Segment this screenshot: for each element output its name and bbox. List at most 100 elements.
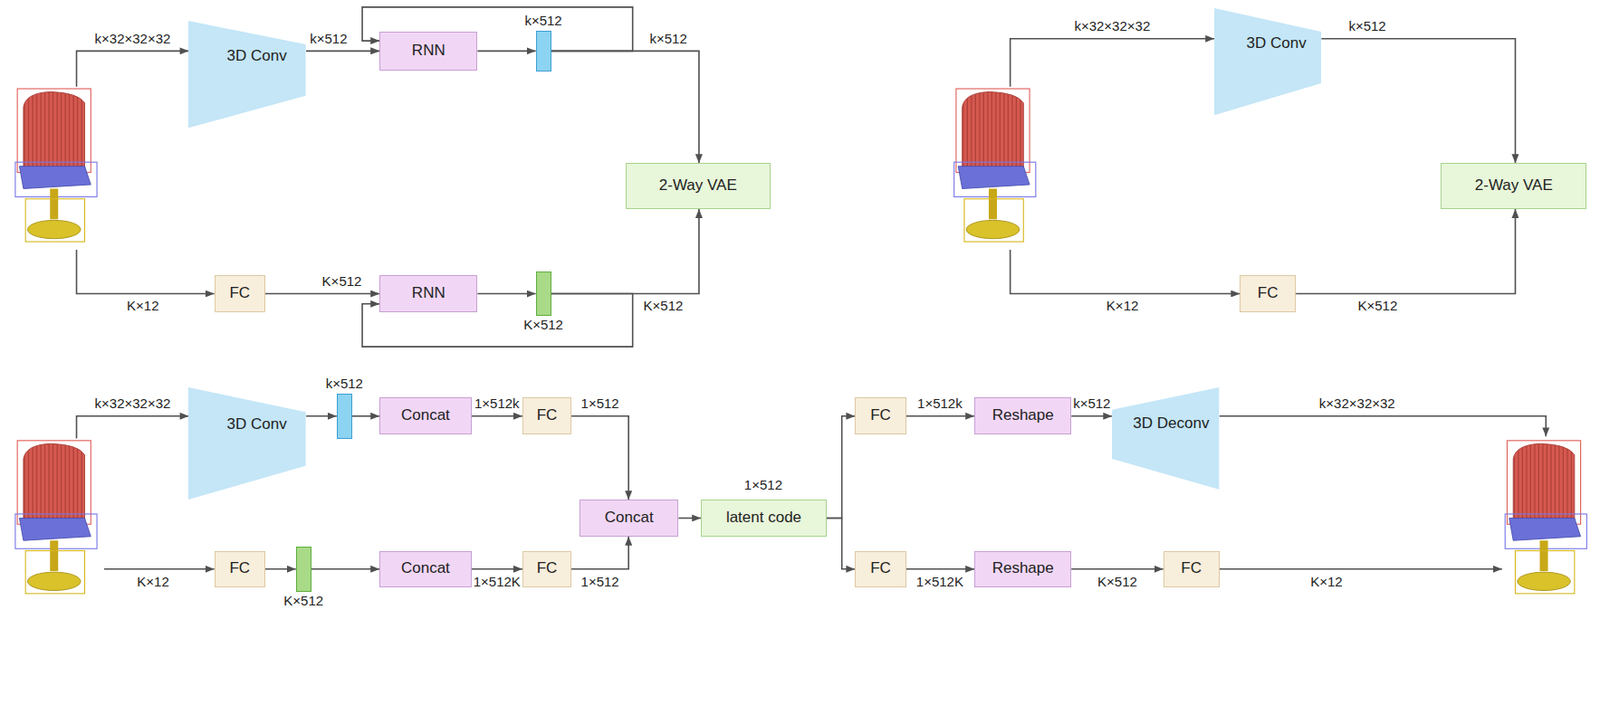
connector (551, 50, 700, 163)
process-box: Reshape (974, 397, 1072, 435)
connector (306, 50, 380, 53)
input-wire (76, 50, 190, 87)
process-box: Reshape (974, 551, 1072, 589)
process-box: FC (1163, 551, 1220, 589)
edge-label: k×512 (647, 31, 689, 48)
chair-figure (15, 440, 97, 595)
connector (265, 568, 297, 571)
node-label: 3D Conv (227, 47, 288, 65)
edge-label: 1×512 (579, 396, 622, 412)
dimension-label: K×12 (1308, 574, 1344, 591)
edge-label: 1×512K (914, 574, 966, 591)
input-wire (76, 249, 215, 294)
process-box: Concat (379, 551, 471, 589)
feature-bar: k×512 (336, 393, 353, 440)
node-label: RNN (411, 42, 446, 60)
node-label: K×512 (283, 594, 324, 610)
edge-label: K×512 (320, 274, 365, 290)
process-box: FC (854, 551, 906, 589)
process-box: FC (214, 551, 266, 589)
input-wire (104, 568, 215, 571)
trapezoid-outline (188, 387, 307, 500)
chair-figure (954, 88, 1036, 242)
process-box: FC (854, 397, 906, 435)
chair-figure (1504, 440, 1587, 595)
node-label: Concat (401, 407, 451, 425)
connector (471, 415, 523, 418)
node-label: 2-Way VAE (659, 177, 738, 195)
node-label: FC (870, 407, 892, 425)
trapezoid-fill (188, 20, 307, 128)
node-label: FC (229, 560, 250, 578)
node-label: FC (1180, 560, 1202, 578)
node-label: RNN (411, 285, 446, 303)
connector (551, 209, 700, 295)
trapezoid-fill (1111, 387, 1219, 490)
dimension-label: K×12 (124, 298, 161, 315)
node-label: K×512 (523, 317, 564, 334)
node-label: Concat (401, 560, 451, 578)
connector (477, 50, 536, 53)
connector (826, 416, 856, 519)
edge-label: K×512 (1355, 298, 1399, 315)
process-box: Concat (579, 499, 679, 537)
dimension-label: k×32×32×32 (93, 396, 173, 412)
node-label: Reshape (992, 407, 1054, 425)
trapezoid-outline (1214, 8, 1322, 115)
connector (306, 415, 337, 418)
connector (1071, 415, 1112, 418)
conv-trapezoid: 3D Conv (1214, 8, 1322, 115)
edge-label: k×512 (1071, 396, 1112, 412)
dimension-label: K×12 (1104, 298, 1141, 315)
connector (906, 415, 976, 418)
node-label: 2-Way VAE (1475, 177, 1553, 195)
connector (1321, 38, 1515, 163)
node-label: FC (229, 285, 250, 303)
process-box: FC (522, 397, 572, 435)
edge-label: k×512 (307, 31, 349, 48)
node-label: Reshape (992, 560, 1054, 578)
process-box: Concat (379, 397, 471, 435)
dimension-label: k×32×32×32 (1317, 396, 1398, 412)
connector (571, 416, 629, 500)
connector (906, 568, 976, 571)
node-label: k×512 (325, 376, 364, 393)
dimension-label: K×12 (134, 574, 171, 591)
process-box: RNN (379, 31, 478, 71)
node-label: 3D Deconv (1132, 414, 1209, 432)
node-label: FC (870, 560, 892, 578)
edge-label: K×512 (641, 298, 686, 315)
feature-bar: k×512 (536, 30, 552, 72)
dimension-label: 1×512 (742, 478, 785, 494)
node-label: k×512 (524, 13, 562, 29)
conv-trapezoid: 3D Conv (188, 387, 307, 500)
process-box: FC (522, 551, 572, 589)
chair-figure (15, 88, 97, 242)
connector (678, 517, 701, 520)
node-label: Concat (604, 509, 654, 527)
process-box: FC (1239, 275, 1296, 313)
conv-trapezoid: 3D Conv (188, 20, 307, 128)
process-box: latent code (700, 499, 827, 537)
connector (265, 293, 380, 296)
connector (1295, 209, 1515, 295)
feature-bar: K×512 (536, 271, 552, 317)
node-label: 3D Conv (1246, 35, 1307, 53)
input-wire (1010, 38, 1215, 87)
process-box: 2-Way VAE (625, 162, 771, 210)
node-label: FC (536, 407, 558, 425)
chairs-and-wires (15, 38, 1587, 595)
node-label: 3D Conv (227, 416, 288, 434)
output-wire (1219, 568, 1503, 571)
connector (477, 293, 536, 296)
edge-label: 1×512K (471, 574, 523, 591)
output-wire (1219, 416, 1547, 438)
node-label: latent code (726, 509, 802, 527)
connector (471, 568, 523, 571)
edge-label: 1×512k (915, 396, 965, 412)
dimension-label: k×32×32×32 (93, 31, 173, 48)
node-label: FC (1257, 285, 1279, 303)
connector (311, 568, 381, 571)
process-box: FC (214, 275, 266, 313)
connector (352, 415, 380, 418)
